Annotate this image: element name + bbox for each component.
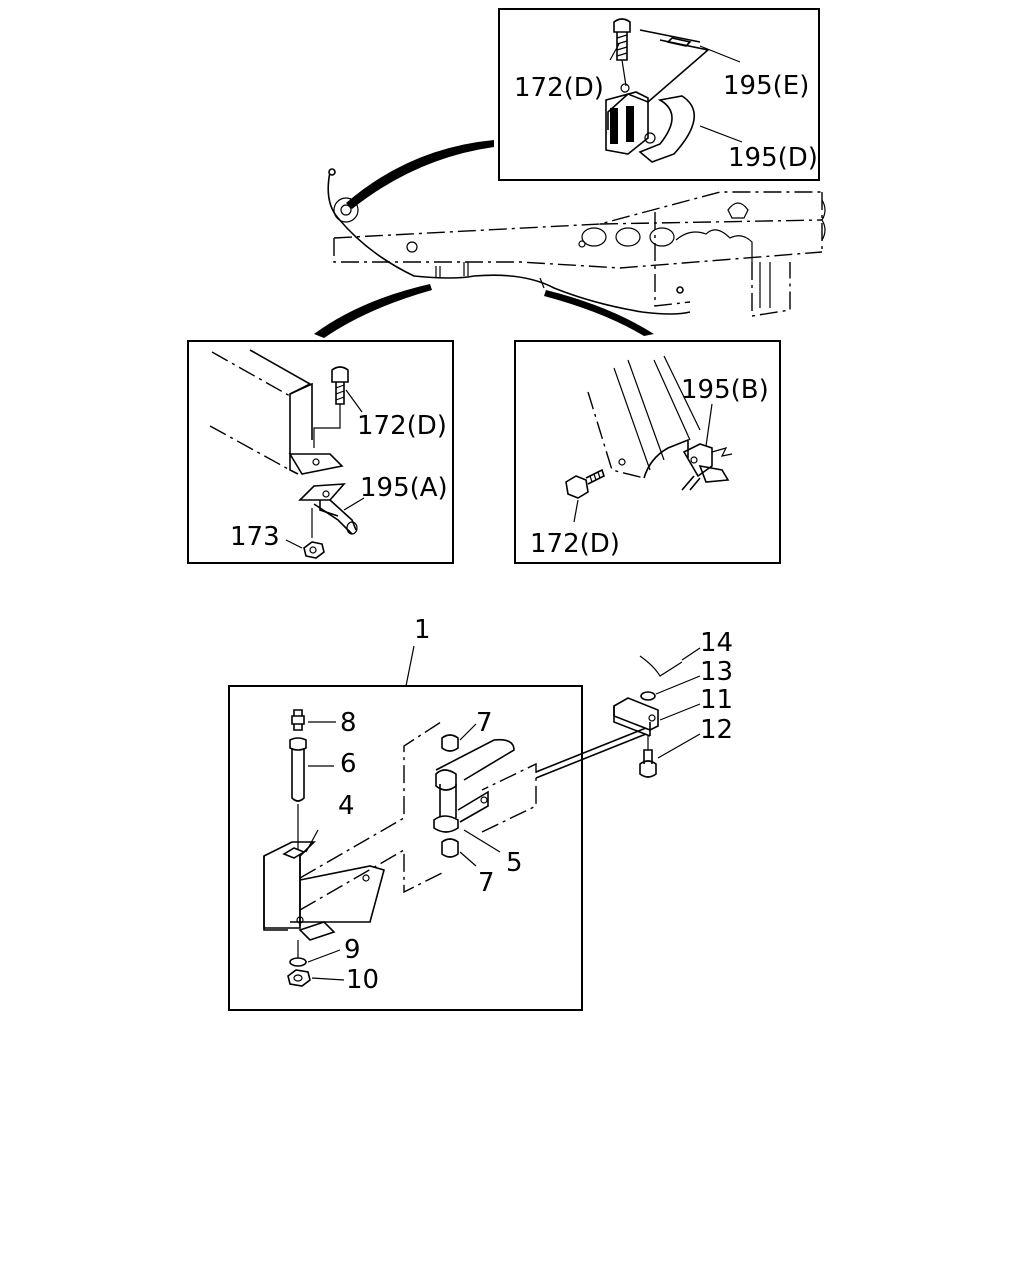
washer-13 (640, 691, 656, 701)
detail-box-clip-a: 172(D) 195(A) 173 (187, 340, 454, 564)
zoom-wedge-right (544, 290, 654, 336)
stopper-14 (639, 655, 683, 677)
detail-frame (498, 8, 820, 181)
harness-clamp-point (333, 197, 359, 223)
pin-6 (289, 737, 334, 850)
callout-1: 1 (414, 615, 431, 645)
bracket-4 (263, 829, 385, 958)
callout-173: 173 (230, 522, 280, 552)
callout-172d-right: 172(D) (530, 529, 620, 559)
bracket-assembly-1: 1 (228, 615, 583, 1011)
callout-7-bottom: 7 (478, 868, 495, 898)
callout-9: 9 (344, 935, 361, 965)
callout-5: 5 (506, 848, 523, 878)
clip-body (605, 91, 649, 155)
zoom-wedge-top (346, 140, 494, 209)
washer-9 (289, 957, 307, 967)
chassis-frame-overview (327, 168, 826, 317)
bolt-12 (639, 760, 657, 778)
callout-6: 6 (340, 749, 357, 779)
grease-nipple-8 (291, 709, 336, 731)
nut-10 (287, 969, 311, 987)
detail-box-clip-b: 195(B) 172(D) (514, 340, 781, 564)
bushing-7-top (441, 723, 477, 752)
clip-195e-strip (607, 39, 710, 130)
clip-195d-band (638, 95, 696, 163)
callout-172d-left: 172(D) (357, 411, 447, 441)
clip-195b (681, 443, 733, 491)
callout-195e: 195(E) (723, 71, 809, 101)
shackle-5 (433, 738, 537, 853)
bolt-172d-left (313, 366, 349, 448)
wiring-harness (327, 171, 691, 315)
end-fitting: 14 13 11 12 (613, 628, 733, 778)
callout-195d: 195(D) (728, 143, 818, 173)
link-rod (535, 727, 647, 773)
callout-8: 8 (340, 708, 357, 738)
bolt-172d-right (565, 468, 605, 499)
callout-13: 13 (700, 657, 733, 687)
callout-10: 10 (346, 965, 379, 995)
callout-14: 14 (700, 628, 733, 658)
nut-173 (303, 541, 325, 559)
assembly-frame (228, 685, 583, 1011)
detail-box-clip-e-d: 172(D) 195(E) 195(D) (498, 8, 820, 181)
detail-frame (187, 340, 454, 564)
bushing-7-bottom (441, 838, 477, 867)
detail-frame (514, 340, 781, 564)
callout-7-top: 7 (476, 708, 493, 738)
callout-12: 12 (700, 715, 733, 745)
frame-rail-lower (333, 238, 823, 269)
callout-172d-top: 172(D) (514, 73, 604, 103)
callout-4: 4 (338, 791, 355, 821)
bolt-172d-top (613, 18, 631, 87)
zoom-wedge-left (314, 284, 432, 338)
callout-195a: 195(A) (360, 473, 448, 503)
clip-195a (298, 483, 358, 538)
callout-11: 11 (700, 685, 733, 715)
callout-195b: 195(B) (681, 375, 769, 405)
